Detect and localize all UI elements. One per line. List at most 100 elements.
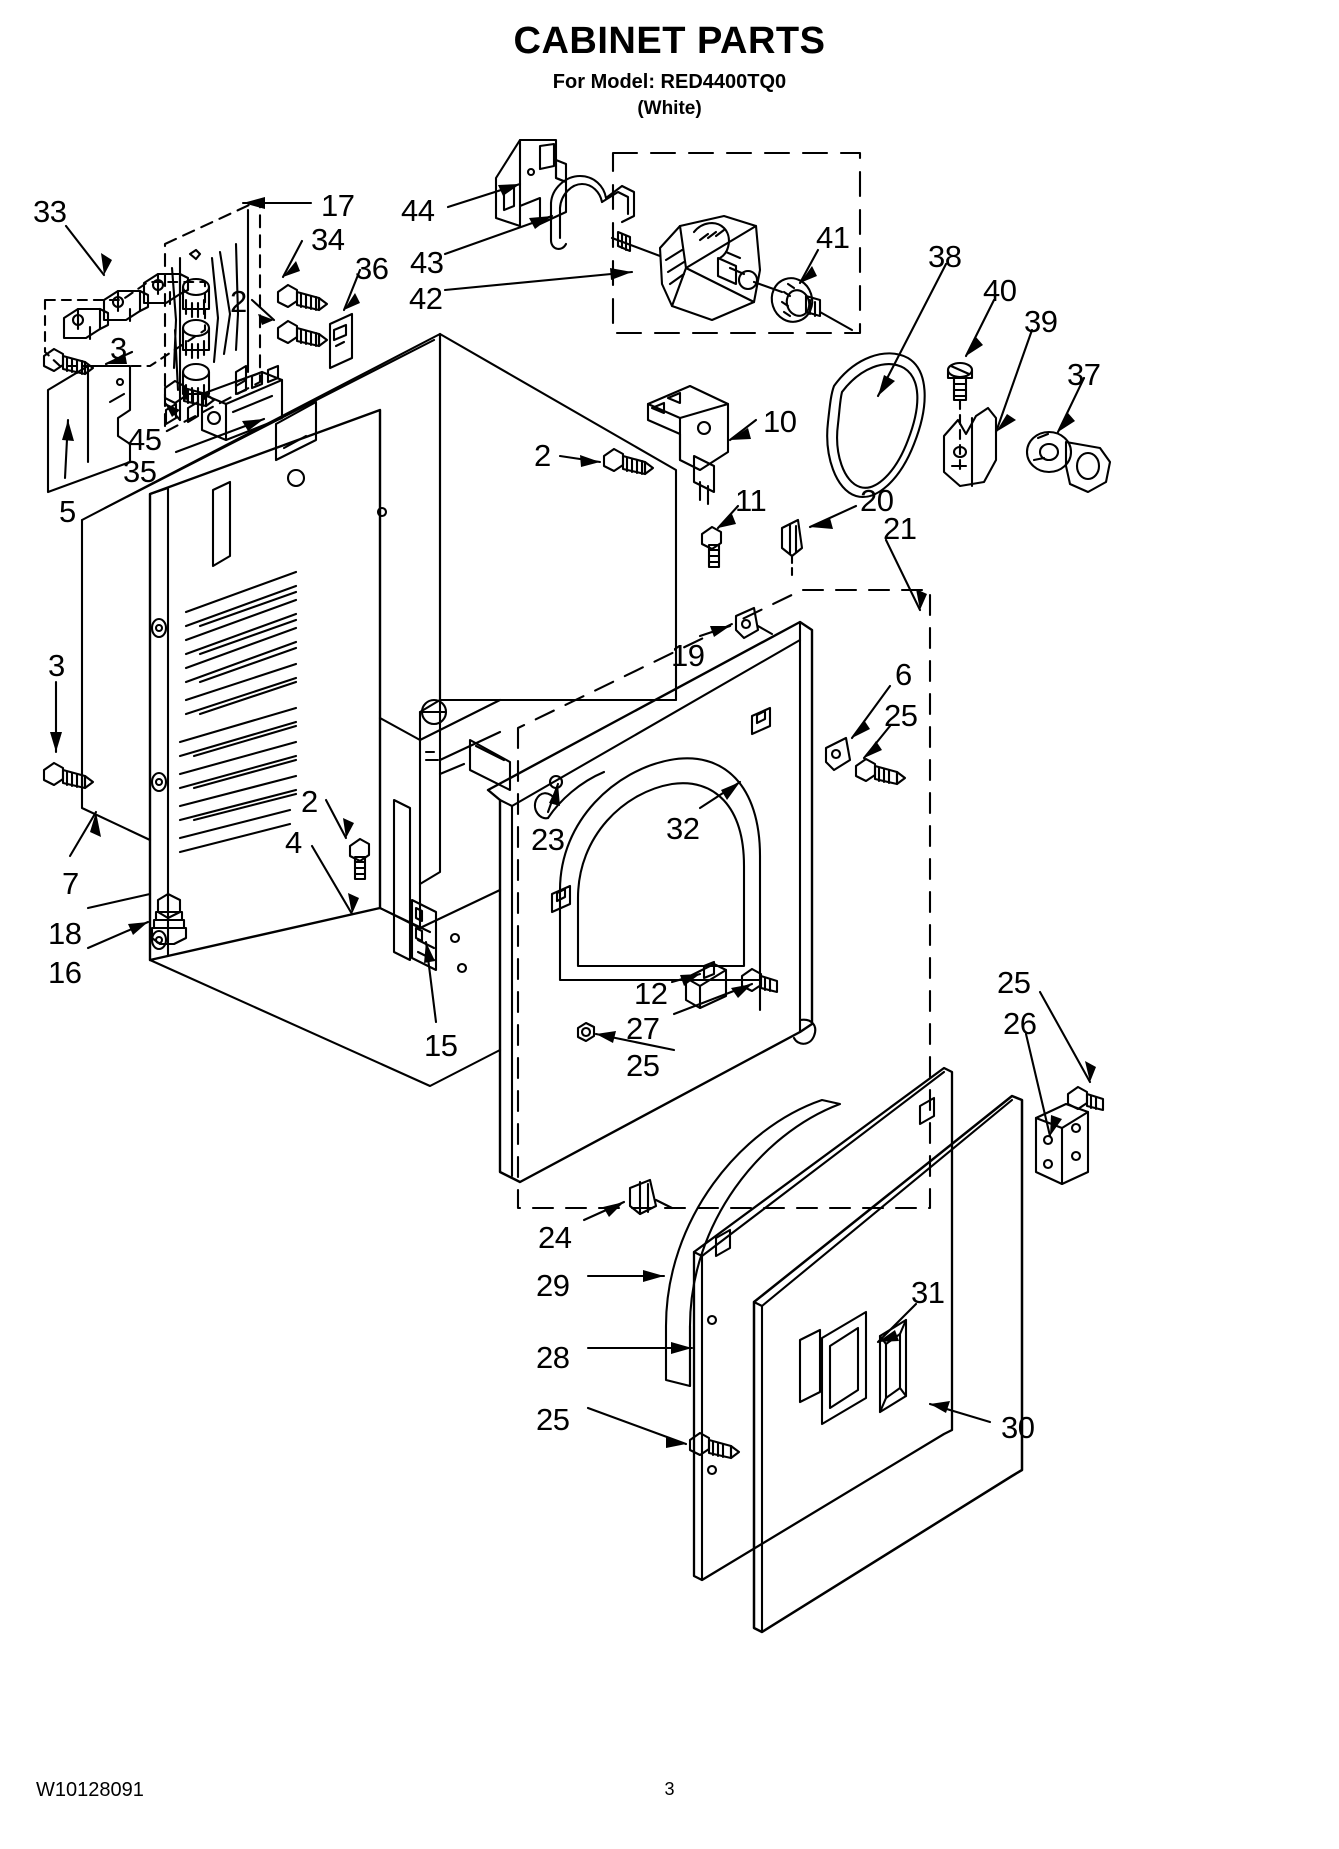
callout-3-top: 3: [110, 331, 127, 366]
part-25-right-screw: [854, 757, 907, 786]
callout-42: 42: [409, 281, 443, 316]
part-6-clip: [824, 736, 852, 772]
part-33-terminal-block-group: [43, 272, 207, 368]
page-title: CABINET PARTS: [513, 20, 826, 62]
callout-35: 35: [123, 454, 157, 489]
leader-42: [443, 270, 634, 292]
part-30-outer-door-panel: [752, 1094, 1024, 1634]
callout-26: 26: [1003, 1006, 1037, 1041]
part-40-screw: [946, 361, 974, 472]
part-35-switch-assembly: [200, 364, 284, 442]
callout-20: 20: [860, 483, 894, 518]
leader-7: [68, 810, 98, 858]
callout-11: 11: [735, 483, 767, 518]
callout-23: 23: [531, 822, 565, 857]
part-45-screw: [163, 379, 216, 408]
part-24-panel-clip: [628, 1178, 674, 1216]
leader-33: [64, 224, 106, 277]
callout-34: 34: [311, 222, 345, 257]
callout-21: 21: [883, 511, 917, 546]
callout-10: 10: [763, 404, 797, 439]
leader-2-low: [324, 798, 348, 840]
part-25-far-screw: [1066, 1085, 1105, 1112]
page-footer: W10128091 3: [0, 1779, 1339, 1805]
leader-25-far: [1038, 990, 1092, 1084]
callout-25-far: 25: [997, 965, 1031, 1000]
leader-41: [798, 248, 820, 285]
part-42-drive-motor: [610, 214, 784, 322]
part-41-motor-pulley: [770, 277, 854, 332]
callout-39: 39: [1024, 304, 1058, 339]
part-26-door-hinge: [1034, 1102, 1090, 1186]
callout-44: 44: [401, 193, 435, 228]
callout-6: 6: [895, 657, 912, 692]
callout-16: 16: [48, 955, 82, 990]
callout-33: 33: [33, 194, 67, 229]
part-39-idler-bracket: [942, 406, 998, 488]
part-2-top-screw: [276, 319, 329, 348]
callout-43: 43: [410, 245, 444, 280]
color-variant: (White): [637, 97, 702, 119]
callout-2-mid: 2: [534, 438, 551, 473]
leader-34: [281, 239, 304, 279]
callout-40: 40: [983, 273, 1017, 308]
leader-36: [342, 268, 362, 312]
callout-4: 4: [285, 825, 302, 860]
leader-21: [884, 538, 922, 612]
part-29-door-seal: [664, 1098, 842, 1388]
callout-36: 36: [355, 251, 389, 286]
callout-28: 28: [536, 1340, 570, 1375]
part-37-idler-pulley: [1025, 430, 1112, 494]
part-34-screw: [276, 283, 329, 312]
part-25-bottom-screw: [688, 1431, 741, 1460]
motor-assembly-boundary: [611, 151, 862, 335]
leader-20: [808, 504, 858, 529]
leader-2-top: [250, 298, 276, 322]
part-19-panel-clip: [734, 606, 774, 640]
part-11-screw: [700, 525, 723, 569]
page-header: CABINET PARTS For Model: RED4400TQ0 (Whi…: [0, 20, 1339, 120]
part-44-duct-bracket: [494, 138, 568, 228]
part-36-bracket: [328, 312, 354, 370]
callout-30: 30: [1001, 1410, 1035, 1445]
callout-12: 12: [634, 976, 668, 1011]
document-code: W10128091: [36, 1779, 144, 1801]
callout-25-bot: 25: [536, 1402, 570, 1437]
model-subtitle: For Model: RED4400TQ0: [552, 70, 787, 93]
callout-25-right: 25: [884, 698, 918, 733]
part-38-drive-belt: [826, 352, 926, 499]
front-panel: [486, 620, 817, 1184]
part-5-access-panel: [46, 364, 132, 494]
part-2-mid-screw: [602, 447, 655, 476]
callout-37: 37: [1067, 357, 1101, 392]
callout-32: 32: [666, 811, 700, 846]
leader-10: [728, 418, 758, 442]
leader-31: [876, 1302, 918, 1344]
callout-3-left: 3: [48, 648, 65, 683]
callout-45: 45: [128, 422, 162, 457]
leader-26: [1024, 1032, 1052, 1138]
callout-2-low: 2: [301, 784, 318, 819]
callout-38: 38: [928, 239, 962, 274]
callout-7: 7: [62, 866, 79, 901]
callout-5: 5: [59, 494, 76, 529]
callout-25-mid: 25: [626, 1048, 660, 1083]
callout-27: 27: [626, 1011, 660, 1046]
leader-18: [86, 892, 152, 910]
callout-15: 15: [424, 1028, 458, 1063]
part-43-wire-clip: [549, 174, 636, 250]
callout-19: 19: [671, 638, 705, 673]
callout-17: 17: [321, 188, 355, 223]
callout-2-top: 2: [230, 284, 247, 319]
callout-24: 24: [538, 1220, 572, 1255]
part-16-leveling-leg: [150, 892, 188, 946]
cabinet-body: [80, 332, 678, 1088]
page-number: 3: [664, 1779, 675, 1799]
leader-40: [964, 298, 996, 358]
part-2-low-screw: [348, 837, 371, 881]
callout-41: 41: [816, 220, 850, 255]
part-3-left-screw: [42, 761, 95, 790]
part-25-mid-screw: [576, 1021, 596, 1043]
